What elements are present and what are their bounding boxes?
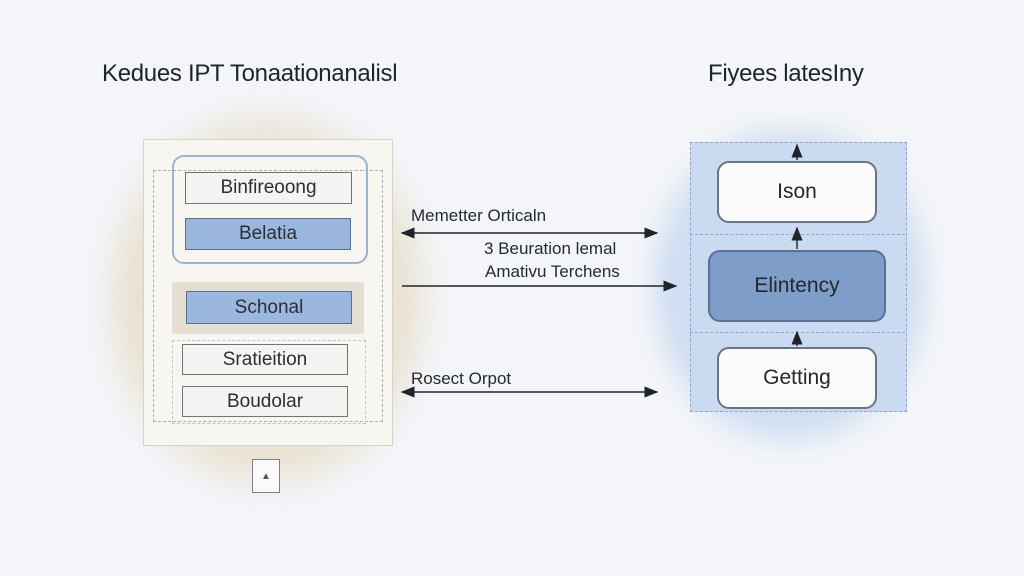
right-box-getting[interactable]: Getting xyxy=(717,347,877,409)
left-box-belatia[interactable]: Belatia xyxy=(185,218,351,250)
right-box-elintency[interactable]: Elintency xyxy=(708,250,886,322)
left-box-sratieition[interactable]: Sratieition xyxy=(182,344,348,375)
right-title: Fiyees latesIny xyxy=(708,60,864,87)
left-dashed-frame xyxy=(153,170,383,422)
connection-label-middle-2: Amativu Terchens xyxy=(485,262,620,281)
connection-label-bottom: Rosect Orpot xyxy=(411,369,512,388)
right-box-ison[interactable]: Ison xyxy=(717,161,877,223)
connection-label-top: Memetter Orticaln xyxy=(411,206,547,225)
left-title: Kedues IPT Tonaationanalisl xyxy=(102,60,398,87)
connection-label-middle-1: 3 Beuration lemal xyxy=(484,239,617,258)
left-group-top xyxy=(172,155,368,264)
left-box-boudolar[interactable]: Boudolar xyxy=(182,386,348,417)
left-box-binfireoong[interactable]: Binfireoong xyxy=(185,172,352,204)
left-box-schonal[interactable]: Schonal xyxy=(186,291,352,324)
document-icon[interactable]: ▲ xyxy=(252,459,280,493)
left-group-bottom xyxy=(172,340,366,424)
